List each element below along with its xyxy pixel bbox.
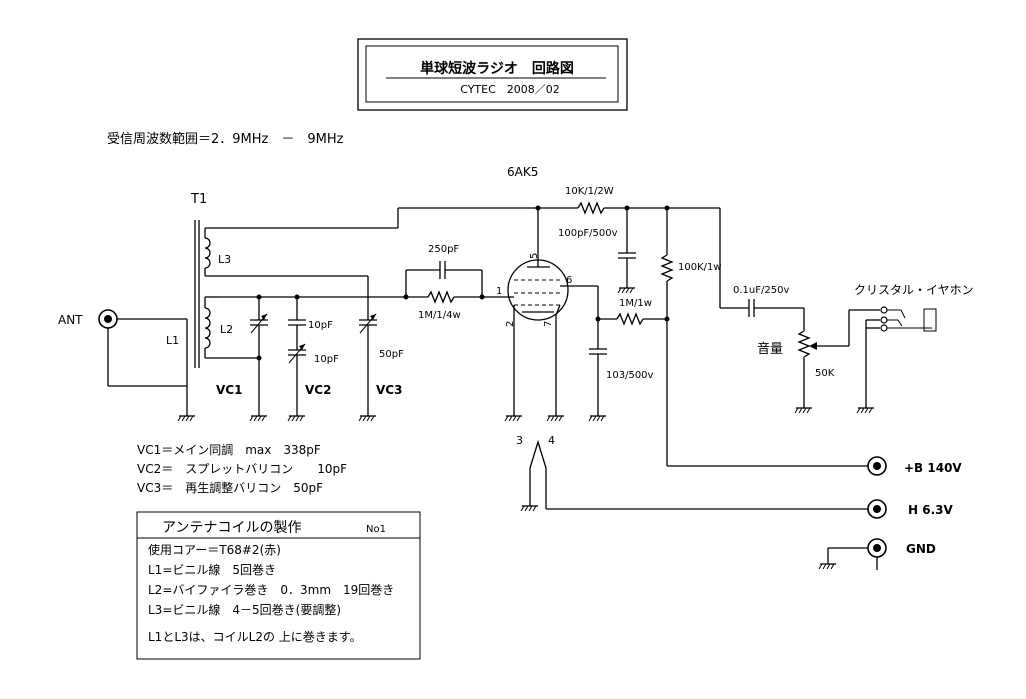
- ground-symbol: [177, 409, 196, 422]
- pot-value: 50K: [815, 368, 835, 379]
- ground-symbol: [287, 409, 306, 422]
- vc3-value: 50pF: [379, 349, 404, 360]
- vc2-fixed-value: 10pF: [308, 320, 333, 331]
- heater-pin-4: 4: [548, 434, 555, 447]
- plate-res2-value: 1M/1w: [619, 298, 652, 309]
- t1-label: T1: [190, 192, 207, 207]
- plate-circuit: 10K/1/2W 100pF/500v 100K/1w 1M/1w 103/50…: [398, 186, 722, 466]
- heater-label: H 6.3V: [908, 503, 953, 517]
- transformer-core: [194, 220, 200, 368]
- l2-coil: L2: [204, 296, 406, 359]
- coil-box-title: アンテナコイルの製作: [162, 520, 301, 536]
- vc1-label: VC1: [216, 383, 242, 397]
- tube-pin-1: 1: [496, 286, 502, 297]
- diagram-subtitle: CYTEC 2008／02: [460, 83, 560, 96]
- heater-pin-3: 3: [516, 434, 523, 447]
- coil-line-4: L3=ビニル線 4－5回巻き(要調整): [148, 602, 341, 617]
- ground-symbol: [546, 409, 565, 422]
- tube-pin-2: 2: [505, 321, 516, 327]
- vc2-label: VC2: [305, 383, 331, 397]
- l2-label: L2: [220, 323, 233, 336]
- vc3-capacitor: 50pF VC3: [358, 276, 404, 422]
- gnd-jack: [867, 538, 887, 558]
- heater-jack: [867, 499, 887, 519]
- l1-label: L1: [166, 334, 179, 347]
- vc1-capacitor: VC1: [216, 294, 268, 422]
- ground-symbol: [856, 401, 875, 414]
- earphone-label: クリスタル・イヤホン: [854, 283, 974, 297]
- ground-symbol: [818, 557, 837, 570]
- volume-label: 音量: [757, 341, 783, 357]
- ground-symbol: [504, 409, 523, 422]
- coil-line-1: 使用コアー＝T68#2(赤): [148, 542, 281, 557]
- plate-res-value: 10K/1/2W: [565, 186, 614, 197]
- grid-cap-value: 250pF: [428, 244, 459, 255]
- l3-label: L3: [218, 253, 231, 266]
- title-box: 単球短波ラジオ 回路図 CYTEC 2008／02: [357, 38, 628, 111]
- antenna-jack: [98, 309, 118, 329]
- bypass-cap-value: 103/500v: [606, 370, 654, 381]
- vacuum-tube-6ak5: 5 6 2 7: [504, 205, 599, 422]
- load-res-value: 100K/1w: [678, 262, 722, 273]
- vc-note-3: VC3＝ 再生調整バリコン 50pF: [137, 480, 323, 495]
- antenna-circuit: ANT L1: [58, 309, 196, 422]
- coil-instructions-box: アンテナコイルの製作 No1 使用コアー＝T68#2(赤) L1=ビニル線 5回…: [136, 511, 421, 660]
- vc2-value: 10pF: [314, 354, 339, 365]
- vc-note-2: VC2＝ スプレットバリコン 10pF: [137, 462, 347, 476]
- gnd-label: GND: [906, 542, 936, 556]
- coil-line-5: L1とL3は、コイルL2の 上に巻きます。: [148, 630, 362, 644]
- plate-cap-value: 100pF/500v: [558, 228, 618, 239]
- b-plus-jack: [867, 456, 887, 476]
- earphone-jack: クリスタル・イヤホン: [854, 283, 974, 414]
- vc-notes: VC1＝メイン同調 max 338pF VC2＝ スプレットバリコン 10pF …: [137, 443, 347, 495]
- ant-label: ANT: [58, 313, 83, 327]
- coil-line-2: L1=ビニル線 5回巻き: [148, 562, 276, 577]
- l3-coil: L3: [204, 208, 399, 277]
- tube-pin-6: 6: [566, 275, 572, 286]
- tube-name: 6AK5: [507, 165, 538, 179]
- coupling-cap-value: 0.1uF/250v: [733, 285, 789, 296]
- vc2-capacitor: 10pF 10pF VC2: [287, 294, 339, 422]
- vc-note-1: VC1＝メイン同調 max 338pF: [137, 443, 321, 457]
- power-connectors: +B 140V 3 4 H 6.3V GND: [516, 434, 962, 570]
- ground-symbol: [358, 409, 377, 422]
- ground-symbol: [520, 499, 539, 512]
- output-circuit: 0.1uF/250v 音量 50K: [720, 285, 880, 414]
- vc3-label: VC3: [376, 383, 402, 397]
- ground-symbol: [617, 281, 636, 294]
- diagram-title: 単球短波ラジオ 回路図: [420, 60, 574, 77]
- frequency-range: 受信周波数範囲＝2．9MHz － 9MHz: [107, 132, 344, 147]
- b-plus-label: +B 140V: [904, 461, 962, 475]
- tube-pin-7: 7: [543, 321, 554, 327]
- tube-pin-5: 5: [529, 253, 540, 259]
- ground-symbol: [588, 409, 607, 422]
- grid-res-value: 1M/1/4w: [418, 310, 461, 321]
- coil-line-3: L2=バイファイラ巻き 0．3mm 19回巻き: [148, 583, 394, 597]
- ground-symbol: [249, 409, 268, 422]
- ground-symbol: [794, 401, 813, 414]
- coil-box-number: No1: [366, 524, 386, 535]
- grid-leak-network: 250pF 1M/1/4w 1: [403, 244, 514, 321]
